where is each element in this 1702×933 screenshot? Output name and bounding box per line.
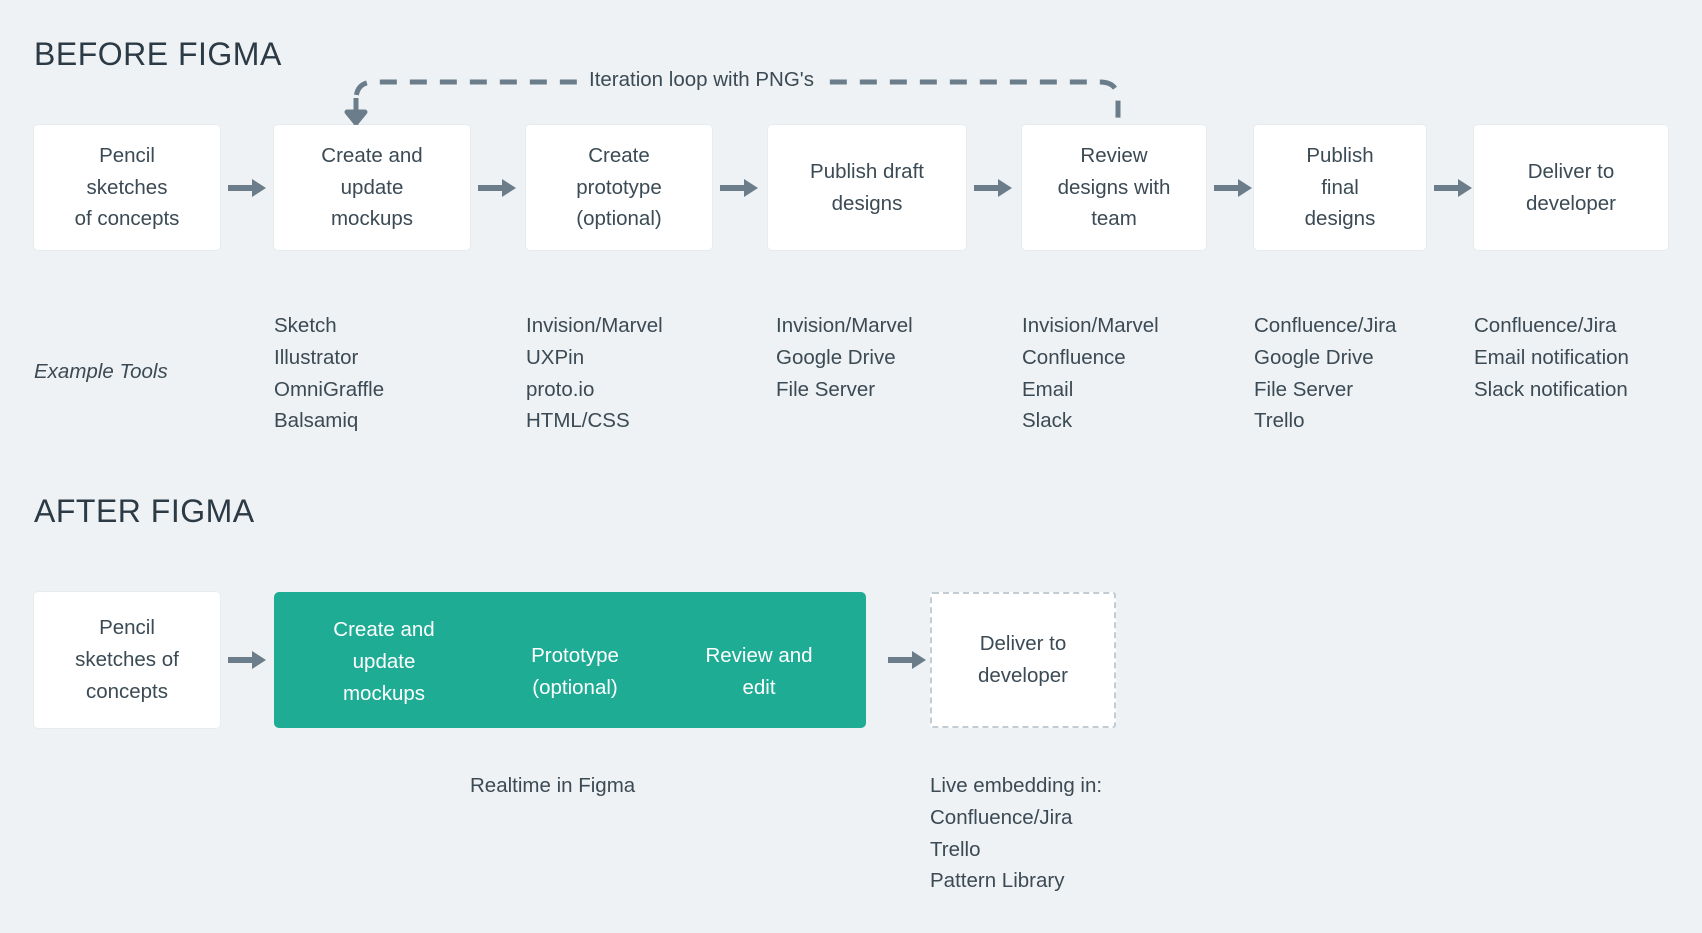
tools-list-create-prototype: Invision/Marvel UXPin proto.io HTML/CSS [526,314,663,433]
step-label: Create and update mockups [321,143,423,231]
section-title-after: AFTER FIGMA [34,493,255,529]
step-label: Publish final designs [1304,143,1376,231]
teal-segment-review-and-edit: Review and edit [705,644,813,699]
step-label: Pencil sketches of concepts [75,616,179,703]
step-label: Deliver to developer [977,632,1069,687]
arrow-3 [720,176,760,200]
example-tools-label: Example Tools [34,360,168,383]
step-box-publish-final-designs[interactable]: Publish final designs [1254,125,1426,250]
iteration-loop-label: Iteration loop with PNG's [583,69,820,91]
section-title-before: BEFORE FIGMA [34,36,282,72]
after-arrow-2 [888,648,928,672]
arrow-2 [478,176,518,200]
step-box-review-designs-with-team[interactable]: Review designs with team [1022,125,1206,250]
step-label: Review designs with team [1057,143,1171,231]
tools-list-publish-draft-designs: Invision/Marvel Google Drive File Server [776,314,913,401]
tools-list-deliver-to-developer: Confluence/Jira Email notification Slack… [1474,314,1629,401]
after-step-box-pencil-sketches[interactable]: Pencil sketches of concepts [34,592,220,728]
after-step-box-deliver-to-developer[interactable]: Deliver to developer [930,592,1116,728]
tools-list-review-designs-with-team: Invision/Marvel Confluence Email Slack [1022,314,1159,433]
teal-segment-create-update-mockups: Create and update mockups [333,618,435,705]
step-box-create-update-mockups[interactable]: Create and update mockups [274,125,470,250]
after-arrow-1 [228,648,268,672]
step-box-deliver-to-developer[interactable]: Deliver to developer [1474,125,1668,250]
step-box-pencil-sketches[interactable]: Pencil sketches of concepts [34,125,220,250]
tools-list-create-update-mockups: Sketch Illustrator OmniGraffle Balsamiq [274,314,385,433]
arrow-1 [228,176,268,200]
arrow-5 [1214,176,1254,200]
caption-live-embedding: Live embedding in: Confluence/Jira Trell… [930,774,1103,893]
figma-combined-step-box[interactable]: Create and update mockups Prototype (opt… [274,592,866,728]
arrow-6 [1434,176,1474,200]
teal-segment-prototype: Prototype (optional) [531,644,619,699]
step-label: Create prototype (optional) [576,143,662,231]
caption-realtime-in-figma: Realtime in Figma [470,774,636,797]
step-label: Pencil sketches of concepts [74,143,180,231]
step-label: Deliver to developer [1525,159,1617,215]
tools-list-publish-final-designs: Confluence/Jira Google Drive File Server… [1254,314,1397,433]
step-label: Publish draft designs [810,159,924,215]
arrow-4 [974,176,1014,200]
step-box-publish-draft-designs[interactable]: Publish draft designs [768,125,966,250]
step-box-create-prototype[interactable]: Create prototype (optional) [526,125,712,250]
